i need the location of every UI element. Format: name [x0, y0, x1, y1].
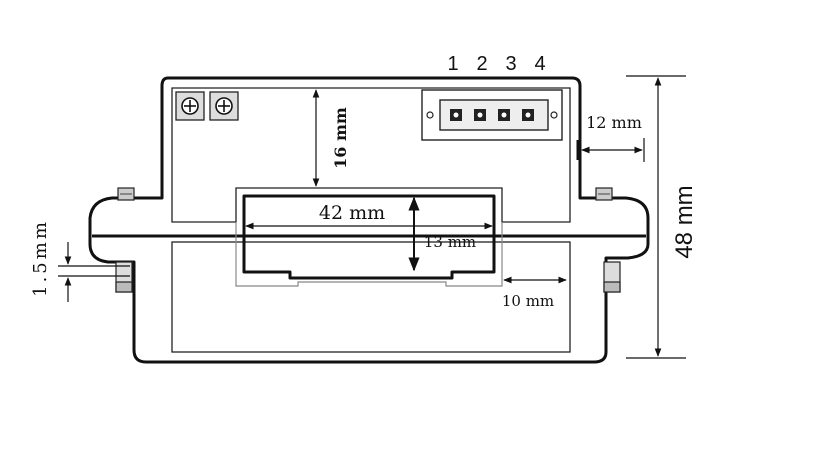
bolt-nut-bottom-left	[115, 281, 133, 293]
mounting-bolts	[115, 187, 621, 293]
pin-connector: 1 2 3 4	[421, 53, 563, 141]
pin-label-1: 1	[447, 53, 458, 75]
dimension-13mm-label: 13 mm	[424, 233, 476, 251]
housing-body	[88, 76, 650, 364]
dimension-12mm-label: 12 mm	[586, 113, 642, 132]
dimension-10mm-label: 10 mm	[502, 292, 554, 310]
pin-label-2: 2	[476, 53, 487, 75]
dimension-42mm: 42 mm	[245, 202, 493, 230]
dimension-42mm-label: 42 mm	[319, 202, 385, 224]
dimension-12mm: 12 mm	[581, 113, 645, 162]
dimension-13mm: 13 mm	[408, 196, 476, 272]
dimension-48mm-label: 48 mm	[671, 185, 698, 258]
screw-terminals	[175, 91, 239, 121]
dimension-1-5mm-label: 1.5mm	[30, 219, 51, 297]
dimension-10mm: 10 mm	[502, 276, 567, 310]
dimension-16mm-label: 16 mm	[331, 107, 350, 169]
dimension-48mm: 48 mm	[626, 75, 698, 359]
bolt-nut-bottom-right	[603, 281, 621, 293]
dimension-1-5mm: 1.5mm	[30, 219, 130, 302]
aperture	[235, 194, 503, 287]
dimension-16mm: 16 mm	[312, 89, 350, 187]
pin-label-4: 4	[534, 53, 545, 75]
pin-label-3: 3	[505, 53, 516, 75]
